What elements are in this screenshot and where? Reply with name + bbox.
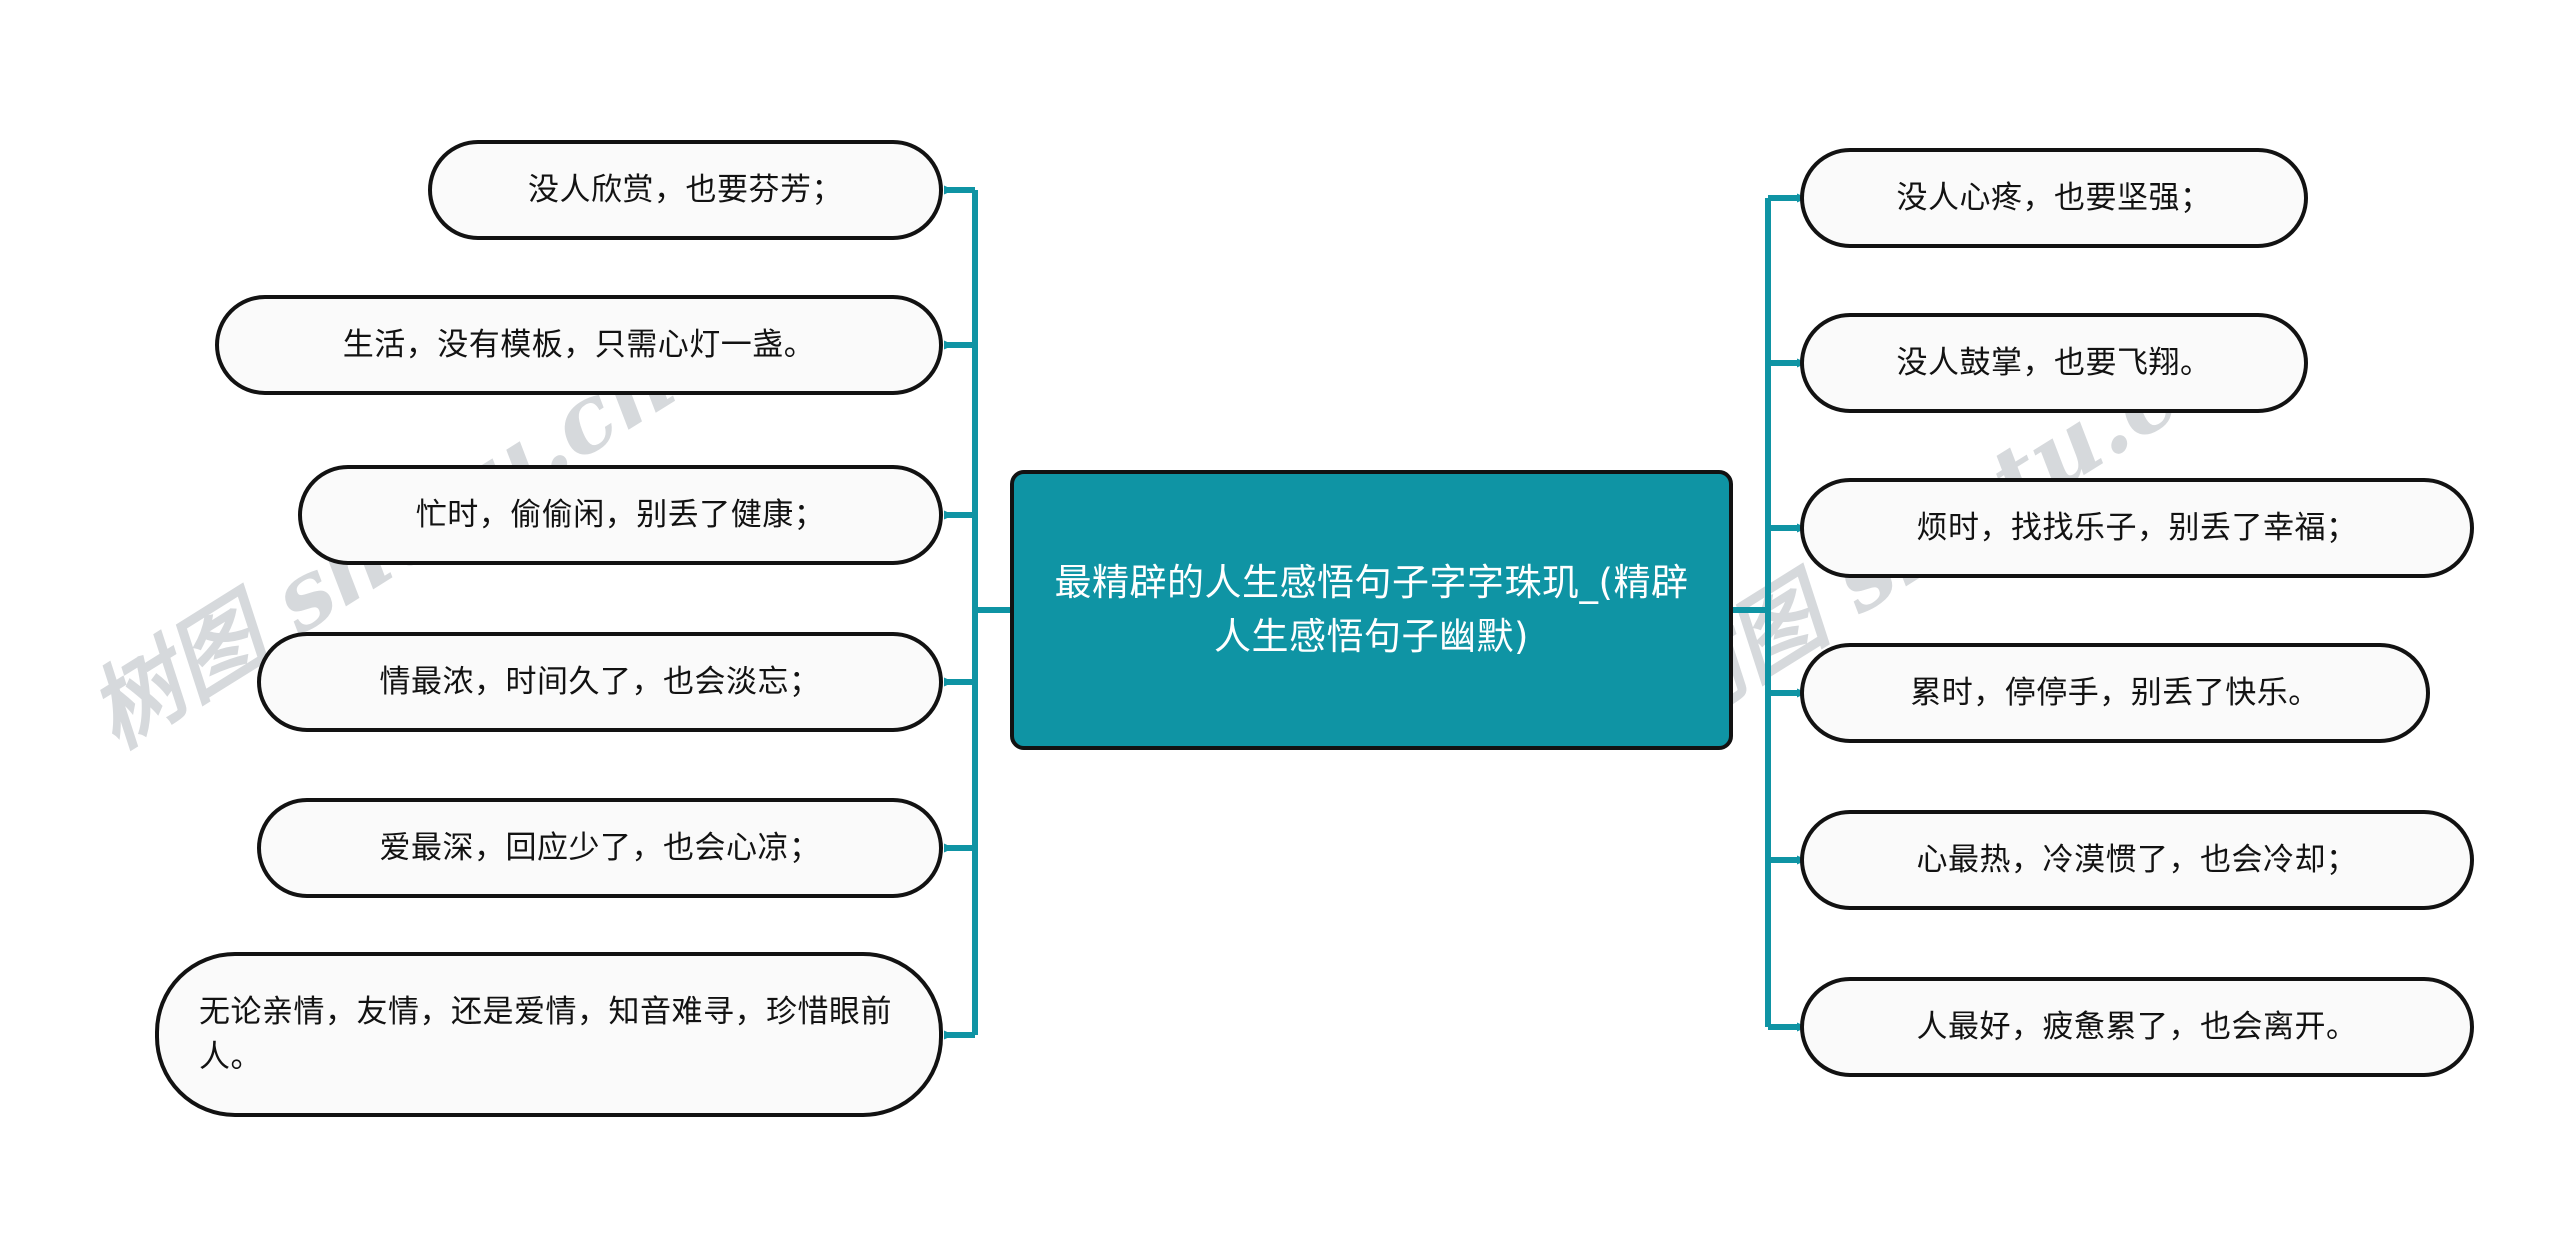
node-left-5-label: 爱最深，回应少了，也会心凉； bbox=[379, 829, 821, 866]
node-left-1-label: 没人欣赏，也要芬芳； bbox=[528, 171, 843, 208]
node-right-5-label: 心最热，冷漠惯了，也会冷却； bbox=[1916, 841, 2358, 878]
node-left-2-label: 生活，没有模板，只需心灯一盏。 bbox=[342, 326, 816, 363]
node-left-6-label: 无论亲情，友情，还是爱情，知音难寻，珍惜眼前人。 bbox=[199, 994, 892, 1075]
node-right-3[interactable]: 烦时，找找乐子，别丢了幸福； bbox=[1800, 478, 2474, 578]
center-topic-node[interactable]: 最精辟的人生感悟句子字字珠玑_(精辟人生感悟句子幽默) bbox=[1010, 470, 1733, 750]
node-left-3[interactable]: 忙时，偷偷闲，别丢了健康； bbox=[298, 465, 943, 565]
node-right-1[interactable]: 没人心疼，也要坚强； bbox=[1800, 148, 2308, 248]
center-topic-label: 最精辟的人生感悟句子字字珠玑_(精辟人生感悟句子幽默) bbox=[1054, 560, 1689, 658]
node-left-3-label: 忙时，偷偷闲，别丢了健康； bbox=[415, 496, 826, 533]
node-right-2-label: 没人鼓掌，也要飞翔。 bbox=[1896, 344, 2212, 381]
node-right-2[interactable]: 没人鼓掌，也要飞翔。 bbox=[1800, 313, 2308, 413]
node-right-1-label: 没人心疼，也要坚强； bbox=[1896, 179, 2212, 216]
node-right-6-label: 人最好，疲惫累了，也会离开。 bbox=[1916, 1008, 2358, 1045]
node-right-6[interactable]: 人最好，疲惫累了，也会离开。 bbox=[1800, 977, 2474, 1077]
node-left-5[interactable]: 爱最深，回应少了，也会心凉； bbox=[257, 798, 943, 898]
node-left-2[interactable]: 生活，没有模板，只需心灯一盏。 bbox=[215, 295, 943, 395]
node-right-5[interactable]: 心最热，冷漠惯了，也会冷却； bbox=[1800, 810, 2474, 910]
node-right-3-label: 烦时，找找乐子，别丢了幸福； bbox=[1916, 509, 2358, 546]
node-left-1[interactable]: 没人欣赏，也要芬芳； bbox=[428, 140, 943, 240]
node-left-6[interactable]: 无论亲情，友情，还是爱情，知音难寻，珍惜眼前人。 bbox=[155, 952, 943, 1117]
node-left-4-label: 情最浓，时间久了，也会淡忘； bbox=[379, 663, 821, 700]
node-right-4[interactable]: 累时，停停手，别丢了快乐。 bbox=[1800, 643, 2430, 743]
node-right-4-label: 累时，停停手，别丢了快乐。 bbox=[1910, 674, 2320, 711]
node-left-4[interactable]: 情最浓，时间久了，也会淡忘； bbox=[257, 632, 943, 732]
